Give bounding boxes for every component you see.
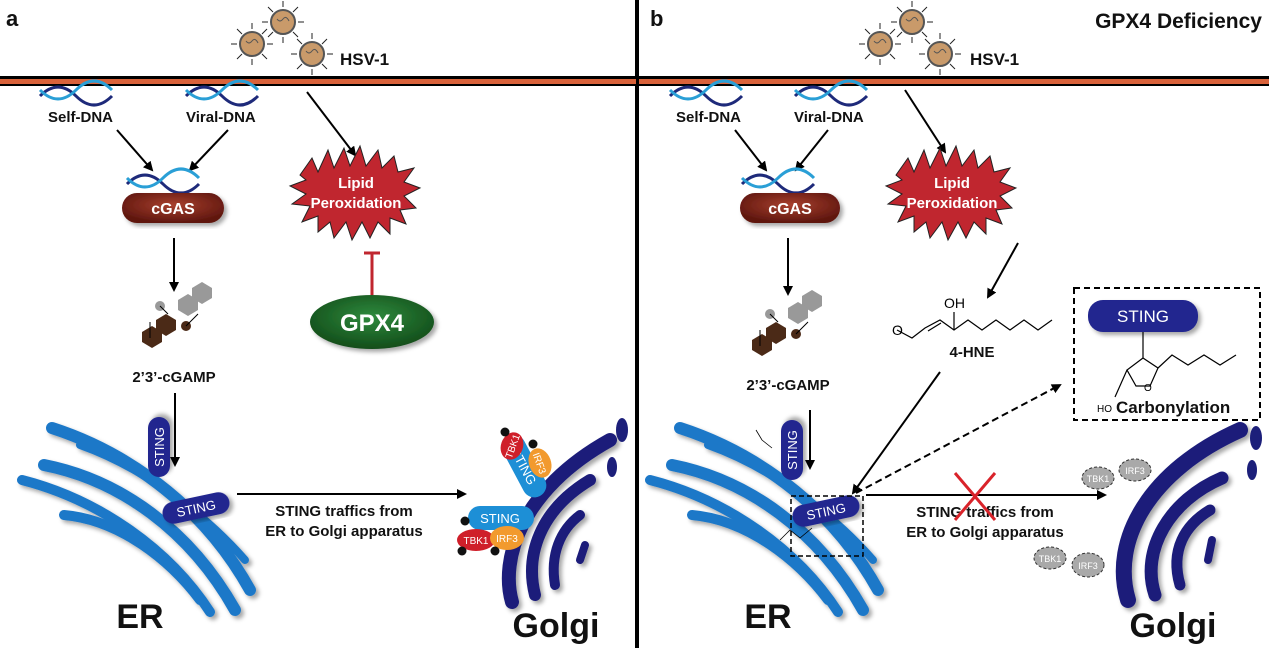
viral-dna-label-b: Viral-DNA — [794, 109, 864, 126]
golgi-label-a: Golgi — [513, 607, 600, 645]
dashed-arrow-carbonylation — [855, 384, 1062, 494]
traffic-label-1-a: STING traffics from — [275, 503, 413, 520]
irf3-lower: IRF3 — [490, 526, 524, 550]
svg-text:STING: STING — [480, 511, 520, 526]
blocked-x-icon — [953, 472, 997, 521]
sting-vertical-a: STING — [148, 417, 170, 477]
modification-box — [790, 495, 864, 557]
golgi-organelle-b — [1115, 422, 1248, 608]
svg-text:IRF3: IRF3 — [1078, 561, 1098, 571]
inset-sting-node — [1088, 300, 1198, 332]
svg-text:TBK1: TBK1 — [1039, 554, 1062, 564]
virus-icon — [261, 0, 305, 44]
hne-label: 4-HNE — [949, 344, 994, 361]
hne-o: O — [892, 322, 903, 338]
svg-text:STING: STING — [785, 430, 800, 470]
virus-icon — [858, 22, 902, 66]
self-dna-label-a: Self-DNA — [48, 109, 113, 126]
self-dna-label-b: Self-DNA — [676, 109, 741, 126]
sting-horizontal-b: STING — [792, 495, 860, 527]
carbonyl-ring — [1114, 332, 1237, 398]
panel-letter-a: a — [6, 6, 19, 31]
virus-icon — [290, 32, 334, 76]
inset-sting-label: STING — [1117, 307, 1169, 326]
hne-oh: OH — [944, 295, 965, 311]
gpx4-label: GPX4 — [340, 310, 405, 337]
cgas-label-a: cGAS — [151, 201, 195, 218]
membrane-top-a — [0, 76, 636, 79]
hne-structure — [896, 312, 1053, 339]
carbonylation-inset — [1073, 287, 1261, 421]
irf3-inactive-lower: IRF3 — [1071, 552, 1105, 578]
inset-o: O — [1144, 383, 1152, 394]
golgi-label-b: Golgi — [1130, 607, 1217, 645]
cgamp-icon — [751, 289, 823, 357]
cgas-node-b — [740, 193, 840, 223]
cgamp-label-a: 2’3’-cGAMP — [132, 369, 215, 386]
svg-text:TBK1: TBK1 — [463, 536, 488, 547]
er-label-a: ER — [116, 598, 163, 636]
tbk1-inactive-lower: TBK1 — [1033, 546, 1067, 570]
virus-icon — [230, 22, 274, 66]
lipid-peroxidation-burst-a — [288, 144, 422, 242]
panel-letter-b: b — [650, 6, 663, 31]
cgas-dna-icon — [740, 167, 816, 195]
virus-label-b: HSV-1 — [970, 50, 1019, 69]
cgamp-label-b: 2’3’-cGAMP — [746, 377, 829, 394]
viral-dna-label-a: Viral-DNA — [186, 109, 256, 126]
cgamp-icon — [141, 281, 213, 349]
svg-text:IRF3: IRF3 — [1125, 466, 1145, 476]
traffic-label-1-b: STING traffics from — [916, 504, 1054, 521]
gpx4-node — [310, 295, 434, 349]
virus-icon — [918, 32, 962, 76]
tbk1-upper: TBK1 — [500, 432, 524, 460]
membrane-b — [639, 79, 1269, 84]
panel-a: a HSV-1 Self-DNA Viral-DNA cGAS 2’3’-cGA… — [0, 0, 636, 645]
cgas-dna-icon — [125, 167, 201, 195]
er-organelle-a — [17, 422, 256, 617]
irf3-inactive-upper: IRF3 — [1118, 458, 1152, 482]
traffic-label-2-a: ER to Golgi apparatus — [265, 523, 423, 540]
inset-ho: HO — [1097, 404, 1112, 415]
phospho-markers — [457, 427, 538, 556]
tbk1-lower: TBK1 — [457, 529, 495, 551]
virus-label-a: HSV-1 — [340, 50, 389, 69]
sting-horizontal-a: STING — [162, 492, 230, 524]
lipid-label-b: Lipid — [934, 175, 970, 192]
svg-text:STING: STING — [152, 427, 167, 467]
virus-icon — [890, 0, 934, 44]
sting-active-lower: STING — [468, 506, 534, 530]
traffic-label-2-b: ER to Golgi apparatus — [906, 524, 1064, 541]
cgas-node-a — [122, 193, 224, 223]
sting-vertical-b: STING — [781, 420, 803, 480]
carbonylation-label: Carbonylation — [1116, 398, 1230, 417]
lipid-peroxidation-burst-b — [884, 144, 1018, 242]
svg-text:IRF3: IRF3 — [496, 534, 518, 545]
lipid-label-a: Lipid — [338, 175, 374, 192]
tbk1-inactive-upper: TBK1 — [1081, 466, 1115, 490]
irf3-upper: IRF3 — [528, 448, 552, 478]
cgas-label-b: cGAS — [768, 201, 812, 218]
panel-b: b GPX4 Deficiency HSV-1 Self-DNA Viral-D… — [639, 0, 1269, 645]
membrane-a — [0, 79, 636, 84]
panel-title-b: GPX4 Deficiency — [1095, 10, 1262, 33]
er-label-b: ER — [744, 598, 791, 636]
er-organelle-b — [645, 422, 884, 617]
peroxidation-label-a: Peroxidation — [311, 195, 402, 212]
peroxidation-label-b: Peroxidation — [907, 195, 998, 212]
svg-text:TBK1: TBK1 — [1087, 474, 1110, 484]
